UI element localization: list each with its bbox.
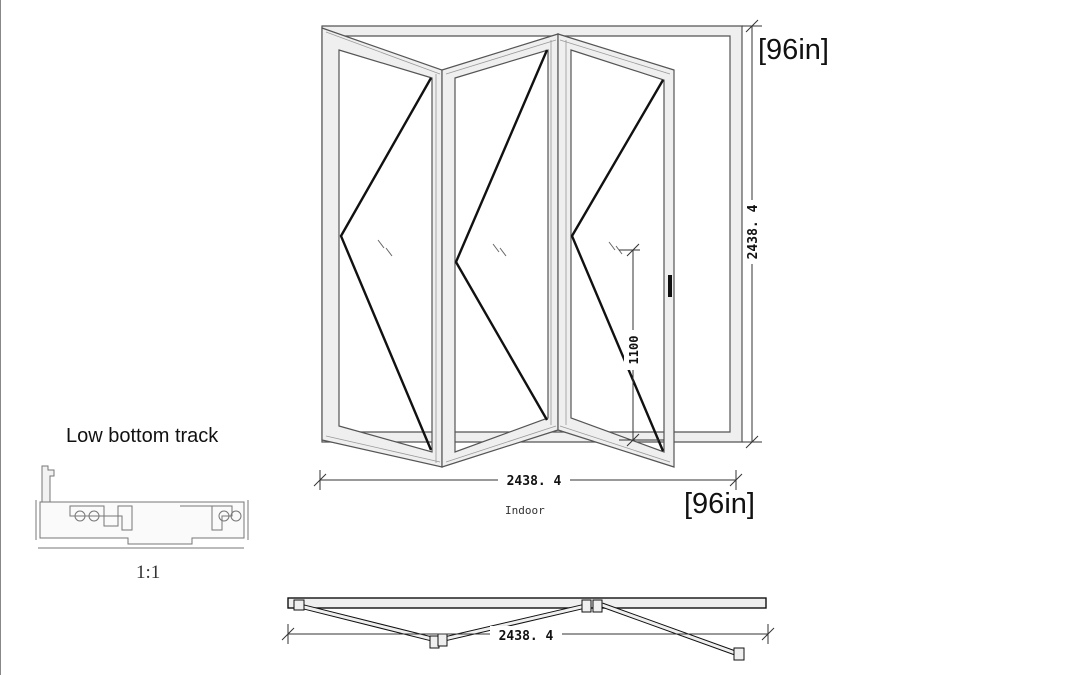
width-imperial-label: [96in] — [684, 488, 755, 520]
width-dimension-text: 2438. 4 — [507, 474, 562, 489]
height-imperial-label: [96in] — [758, 34, 829, 66]
plan-width-text: 2438. 4 — [499, 629, 554, 644]
indoor-label: Indoor — [505, 504, 545, 517]
handle-height-text: 1100 — [627, 336, 641, 365]
door-handle — [668, 275, 672, 297]
door-panel-1 — [321, 27, 443, 468]
glass-reflection-marks — [377, 239, 623, 257]
panel-inner-rails — [325, 31, 671, 463]
track-profile — [35, 465, 249, 549]
track-title: Low bottom track — [66, 425, 219, 447]
door-panel-3 — [557, 33, 675, 468]
door-panels — [321, 27, 675, 468]
door-panel-2 — [441, 33, 559, 468]
plan-top-track — [287, 597, 767, 609]
height-dimension-text: 2438. 4 — [746, 204, 761, 259]
outer-frame — [321, 25, 743, 443]
page-left-border — [0, 0, 1, 675]
scale-label: 1:1 — [136, 562, 161, 583]
